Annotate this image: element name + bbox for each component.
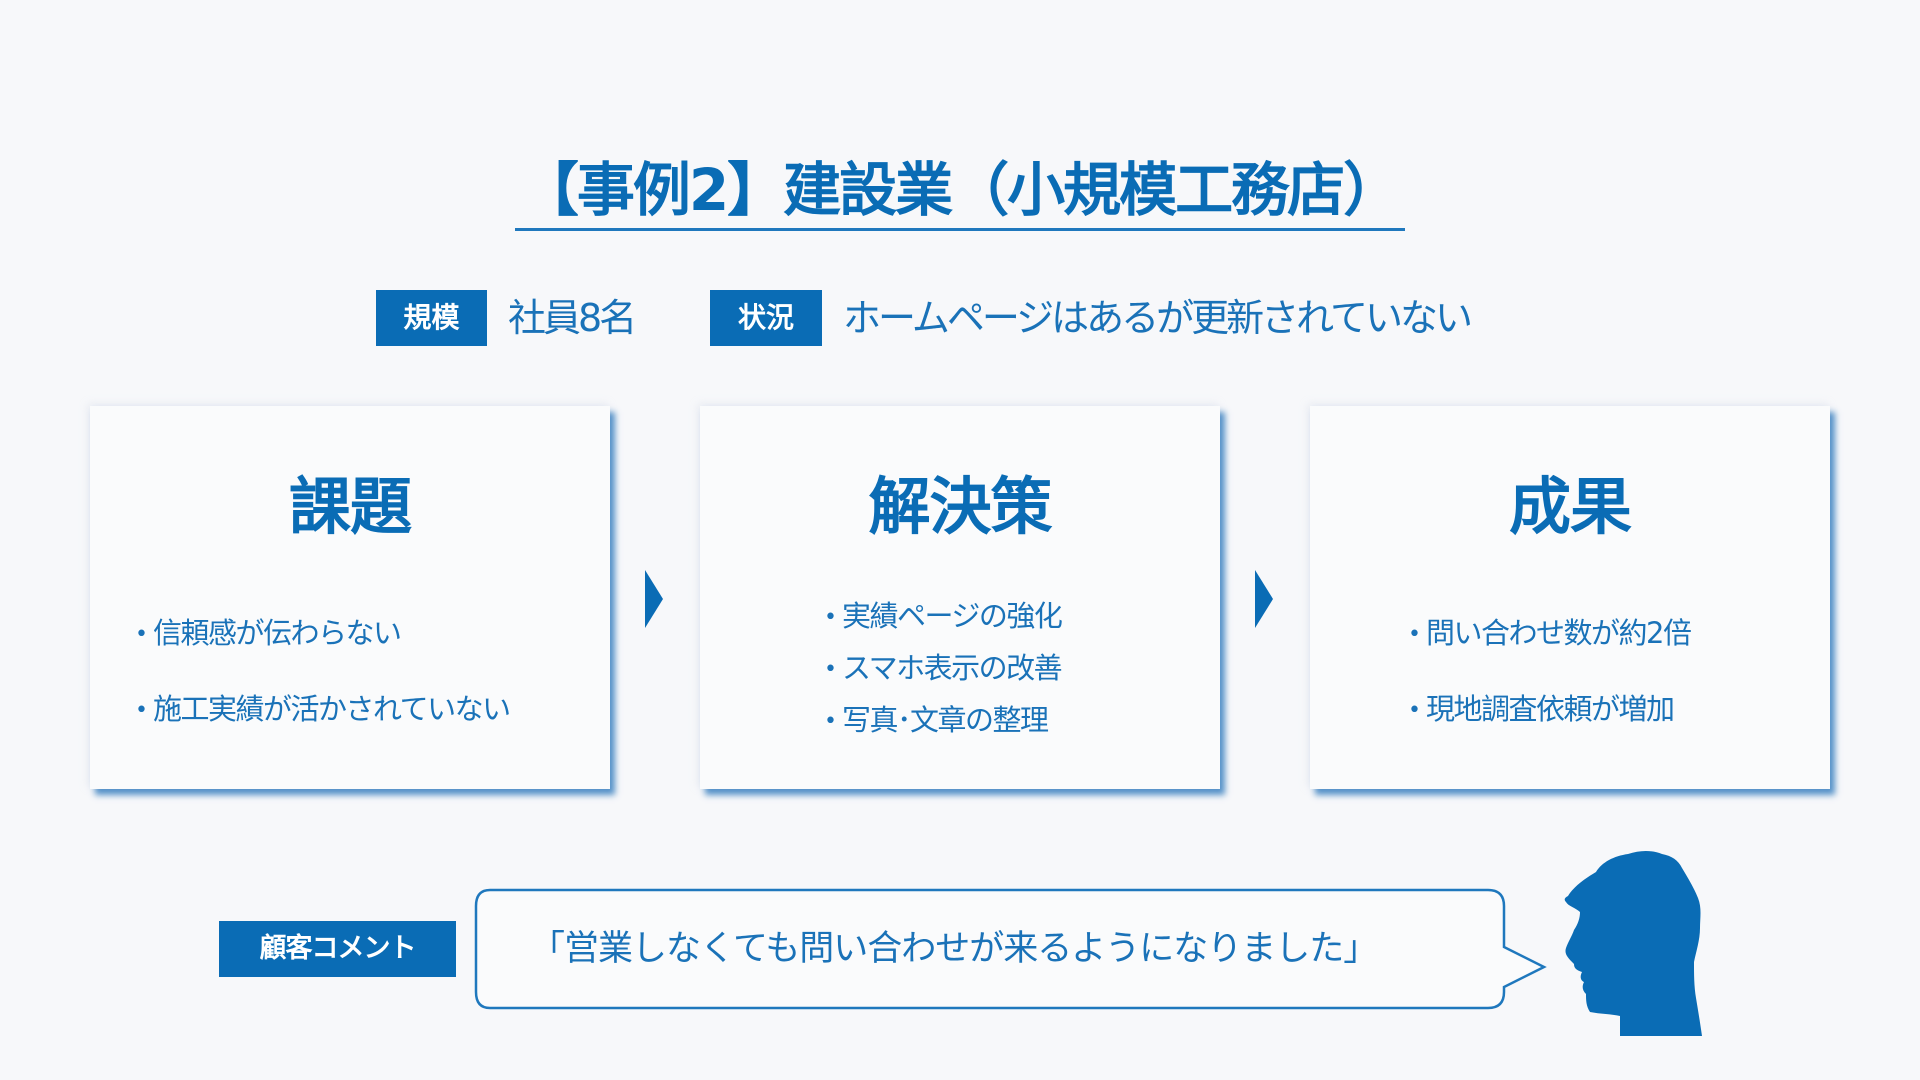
status-tag: 状況 <box>710 290 822 346</box>
customer-quote: 「営業しなくても問い合わせが来るようになりました」 <box>530 929 1378 969</box>
speech-bubble-icon <box>474 888 1547 1010</box>
list-item: •実績ページの強化 <box>824 590 1220 642</box>
solutions-list: •実績ページの強化 •スマホ表示の改善 •写真･文章の整理 <box>700 590 1220 746</box>
list-item: •問い合わせ数が約2倍 <box>1408 601 1830 673</box>
scale-tag: 規模 <box>376 290 487 346</box>
scale-value: 社員8名 <box>508 296 637 340</box>
status-value: ホームページはあるが更新されていない <box>843 296 1473 340</box>
bullet-icon: • <box>1408 622 1421 647</box>
solutions-heading: 解決策 <box>868 470 1052 543</box>
page-title: 【事例2】建設業（小規模工務店） <box>520 156 1401 224</box>
results-list: •問い合わせ数が約2倍 •現地調査依頼が増加 <box>1310 601 1830 745</box>
results-heading: 成果 <box>1508 470 1632 543</box>
bullet-icon: • <box>1408 698 1421 723</box>
list-item: •施工実績が活かされていない <box>135 673 610 745</box>
list-item: •現地調査依頼が増加 <box>1408 673 1830 745</box>
list-item: •信頼感が伝わらない <box>135 601 610 673</box>
solutions-card: 解決策 •実績ページの強化 •スマホ表示の改善 •写真･文章の整理 <box>700 406 1220 789</box>
list-item: •写真･文章の整理 <box>824 694 1220 746</box>
issues-card: 課題 •信頼感が伝わらない •施工実績が活かされていない <box>90 406 610 789</box>
customer-comment-label: 顧客コメント <box>219 921 456 977</box>
issues-heading: 課題 <box>288 470 412 543</box>
bullet-icon: • <box>824 709 837 734</box>
customer-silhouette-icon <box>1564 851 1702 1036</box>
flow-arrow-icon <box>1255 570 1273 628</box>
bullet-icon: • <box>135 622 148 647</box>
bullet-icon: • <box>135 698 148 723</box>
title-underline <box>515 228 1405 231</box>
flow-arrow-icon <box>645 570 663 628</box>
bullet-icon: • <box>824 605 837 630</box>
bullet-icon: • <box>824 657 837 682</box>
results-card: 成果 •問い合わせ数が約2倍 •現地調査依頼が増加 <box>1310 406 1830 789</box>
issues-list: •信頼感が伝わらない •施工実績が活かされていない <box>90 601 610 745</box>
list-item: •スマホ表示の改善 <box>824 642 1220 694</box>
